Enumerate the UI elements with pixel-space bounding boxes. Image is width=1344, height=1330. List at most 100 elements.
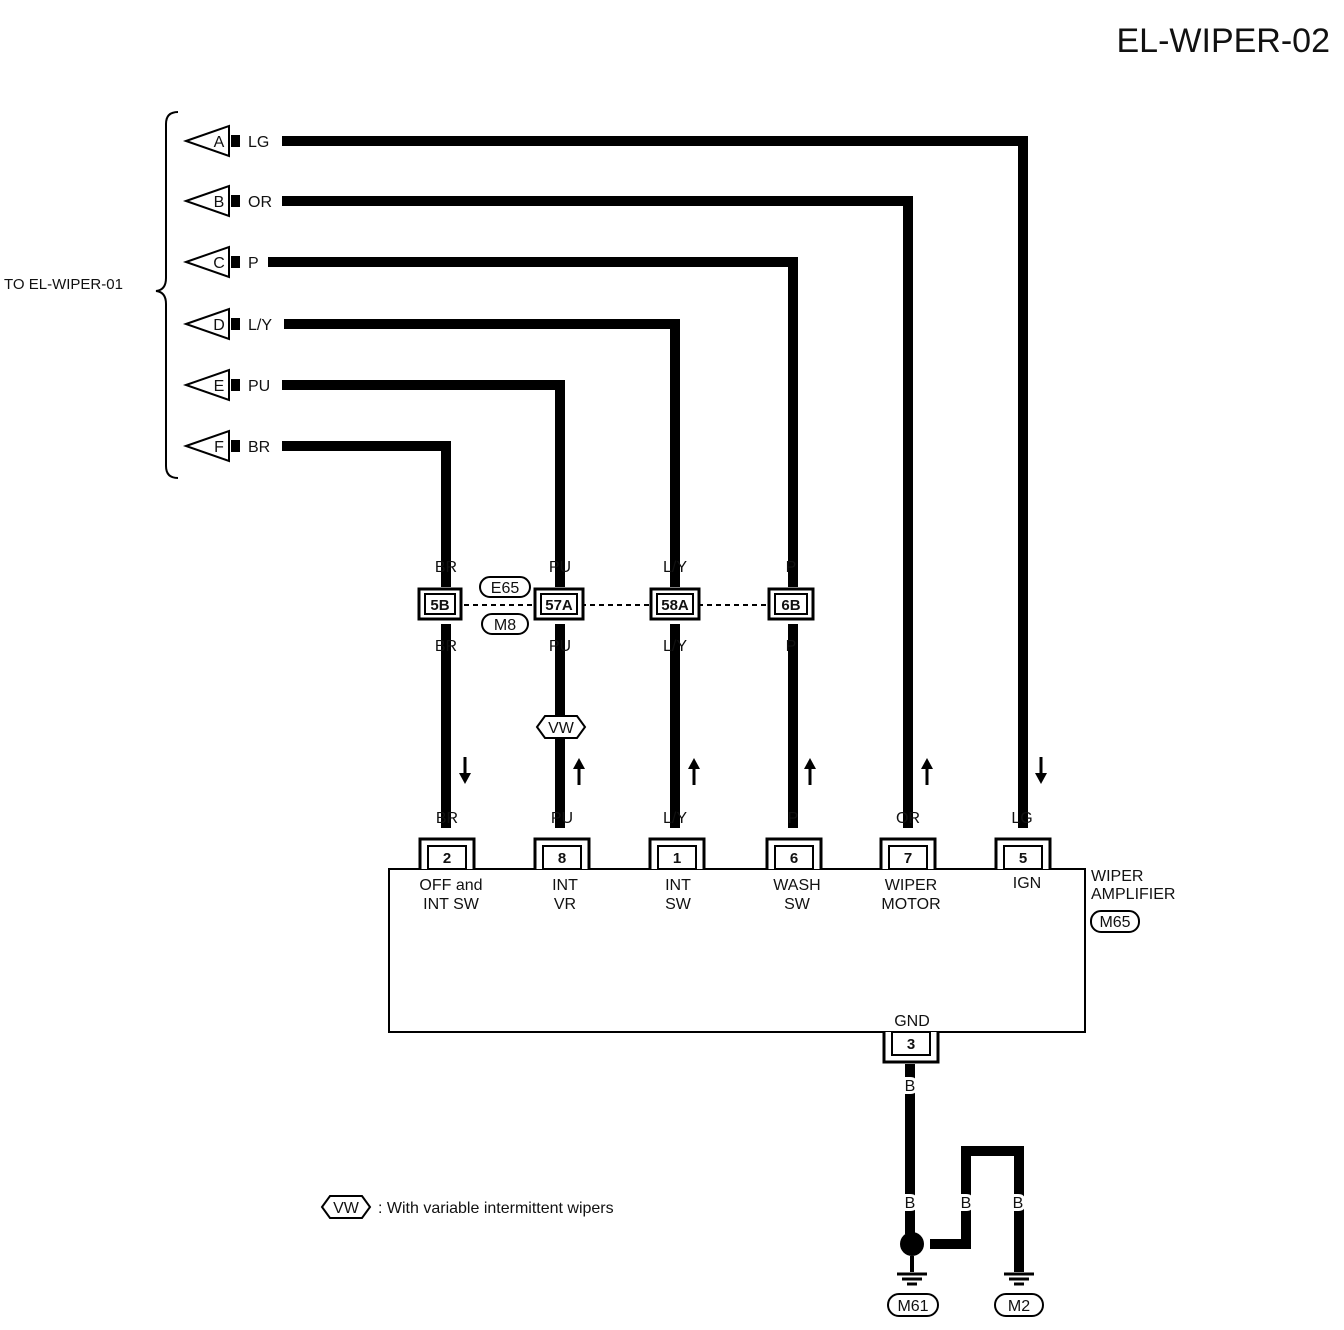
svg-text:E: E <box>214 378 225 395</box>
diagram-title: EL-WIPER-02 <box>1117 22 1331 60</box>
svg-text:LG: LG <box>1011 810 1032 827</box>
svg-text:PU: PU <box>549 638 571 655</box>
wire-label-b: B <box>961 1195 972 1212</box>
amplifier-name-2: AMPLIFIER <box>1091 886 1175 903</box>
svg-text:INT: INT <box>552 877 578 894</box>
svg-text:E65: E65 <box>491 580 520 597</box>
wire-p-upper <box>268 257 798 587</box>
terminal-2: BR 2 OFF and INT SW <box>418 810 483 913</box>
connector-57a: PU 57A PU <box>533 559 585 655</box>
svg-text:VW: VW <box>548 720 575 737</box>
svg-text:INT SW: INT SW <box>423 896 480 913</box>
arrow-flag-d: D L/Y <box>182 307 272 341</box>
arrow-down-icon <box>1035 757 1047 784</box>
terminal-8: PU 8 INT VR <box>533 810 591 913</box>
legend-text: : With variable intermittent wipers <box>378 1200 614 1217</box>
arrow-flag-c: C P <box>182 245 259 279</box>
svg-text:VR: VR <box>554 896 576 913</box>
svg-text:P: P <box>786 638 797 655</box>
amplifier-ref: M65 <box>1099 914 1130 931</box>
connector-6b: P 6B P <box>767 559 815 655</box>
arrow-down-icon <box>459 757 471 784</box>
svg-text:OFF and: OFF and <box>419 877 482 894</box>
arrow-flag-b: B OR <box>182 184 272 218</box>
wire-color-label: P <box>248 255 259 272</box>
arrow-flag-f: F BR <box>182 429 270 463</box>
svg-text:BR: BR <box>435 559 457 576</box>
svg-text:6: 6 <box>790 850 798 867</box>
arrow-flags: A LG B OR C P D L/Y E PU <box>182 124 272 463</box>
svg-text:5: 5 <box>1019 850 1027 867</box>
svg-text:BR: BR <box>436 810 458 827</box>
amplifier-name-1: WIPER <box>1091 868 1143 885</box>
svg-text:M61: M61 <box>897 1298 928 1315</box>
legend: VW : With variable intermittent wipers <box>320 1195 614 1219</box>
arrow-flag-e: E PU <box>182 368 270 402</box>
wire-b-m2 <box>930 1146 1024 1272</box>
flow-arrows <box>459 757 1047 785</box>
ground-ref-m61: M61 <box>887 1293 939 1317</box>
svg-text:PU: PU <box>549 559 571 576</box>
svg-text:8: 8 <box>558 850 566 867</box>
wire-or <box>282 196 913 828</box>
wire-label-b: B <box>1013 1195 1024 1212</box>
svg-text:M2: M2 <box>1008 1298 1030 1315</box>
svg-text:P: P <box>788 810 799 827</box>
to-label: TO EL-WIPER-01 <box>4 276 123 293</box>
svg-text:PU: PU <box>551 810 573 827</box>
connector-row: BR 5B BR PU 57A PU L/Y 58A L/Y P 6B P <box>417 559 815 655</box>
svg-text:L/Y: L/Y <box>663 810 687 827</box>
connector-58a: L/Y 58A L/Y <box>649 559 701 655</box>
wire-label-b: B <box>905 1195 916 1212</box>
group-brace <box>155 111 179 479</box>
wire-pu-upper <box>282 380 565 587</box>
svg-text:C: C <box>213 255 225 272</box>
ref-m8: M8 <box>481 613 529 635</box>
svg-text:WIPER: WIPER <box>885 877 937 894</box>
legend-tag: VW <box>333 1200 360 1217</box>
svg-text:L/Y: L/Y <box>663 638 687 655</box>
svg-text:MOTOR: MOTOR <box>881 896 940 913</box>
svg-text:IGN: IGN <box>1013 875 1041 892</box>
svg-text:WASH: WASH <box>773 877 820 894</box>
arrow-up-icon <box>688 758 700 785</box>
svg-text:7: 7 <box>904 850 912 867</box>
svg-text:F: F <box>214 439 224 456</box>
splice-point <box>900 1232 924 1256</box>
wires <box>268 136 1028 1272</box>
svg-text:D: D <box>213 317 225 334</box>
svg-text:M8: M8 <box>494 617 516 634</box>
svg-text:INT: INT <box>665 877 691 894</box>
ground-icon <box>897 1272 927 1286</box>
ground-section: B B B M61 M2 <box>887 1192 1044 1317</box>
vw-tag: VW <box>535 715 587 739</box>
terminal-5: LG 5 IGN <box>994 810 1052 892</box>
terminal-3-gnd: GND 3 B <box>882 1013 940 1098</box>
wire-br-upper <box>282 441 451 587</box>
wire-lg <box>282 136 1028 828</box>
svg-text:1: 1 <box>673 850 681 867</box>
svg-text:B: B <box>905 1078 916 1095</box>
svg-text:5B: 5B <box>430 597 449 614</box>
svg-text:A: A <box>214 134 225 151</box>
terminal-6: P 6 WASH SW <box>765 810 823 913</box>
svg-text:6B: 6B <box>781 597 800 614</box>
wire-color-label: L/Y <box>248 317 272 334</box>
svg-text:OR: OR <box>896 810 920 827</box>
wire-color-label: PU <box>248 378 270 395</box>
svg-text:58A: 58A <box>661 597 689 614</box>
arrow-flag-a: A LG <box>182 124 269 158</box>
svg-text:3: 3 <box>907 1036 915 1053</box>
svg-text:GND: GND <box>894 1013 930 1030</box>
ground-ref-m2: M2 <box>994 1293 1044 1317</box>
svg-text:BR: BR <box>435 638 457 655</box>
svg-text:2: 2 <box>443 850 451 867</box>
svg-text:L/Y: L/Y <box>663 559 687 576</box>
terminal-7: OR 7 WIPER MOTOR <box>879 810 941 913</box>
arrow-up-icon <box>804 758 816 785</box>
arrow-up-icon <box>921 758 933 785</box>
ground-icon <box>1004 1272 1034 1286</box>
svg-text:57A: 57A <box>545 597 573 614</box>
svg-text:SW: SW <box>784 896 811 913</box>
